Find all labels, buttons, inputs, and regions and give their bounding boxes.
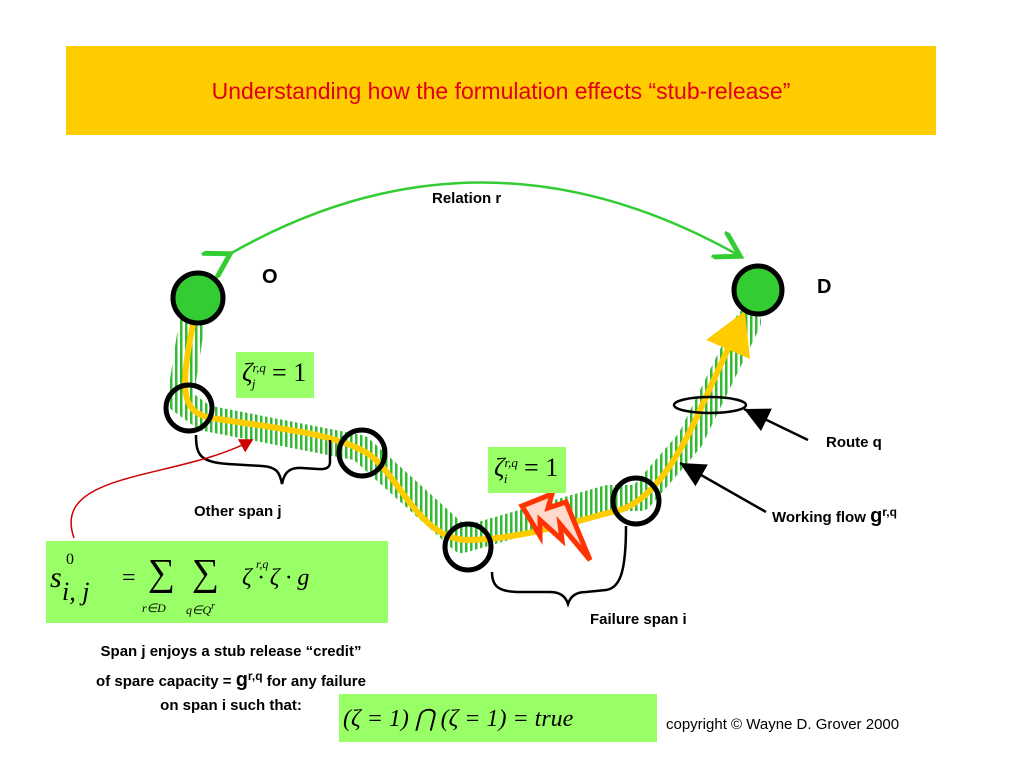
caption-line-2-post: for any failure	[262, 673, 366, 690]
working-flow-text: Working flow	[772, 509, 866, 526]
node-4	[610, 475, 662, 527]
credit-curve-arrow	[70, 439, 254, 539]
zeta-j-formula: ζr,qj = 1	[236, 352, 315, 398]
other-span-label: Other span j	[194, 503, 282, 520]
zeta-j-sup: r,q	[252, 360, 266, 375]
relation-arc	[228, 181, 738, 256]
zeta-i-symbol: ζ	[494, 453, 505, 482]
working-flow-label: Working flow gr,q	[772, 505, 897, 528]
stub-body: ζ · ζ · g	[242, 565, 310, 591]
caption-line-2-sup: r,q	[247, 669, 263, 683]
other-span-brace	[194, 434, 332, 485]
zeta-j-rhs: = 1	[272, 358, 307, 387]
node-2	[336, 427, 388, 479]
sum-sign-1: ∑	[148, 552, 176, 594]
condition-text: (ζ = 1) ⋂ (ζ = 1) = true	[343, 706, 574, 732]
zeta-i-rhs: = 1	[524, 453, 559, 482]
working-flow-sup: r,q	[882, 505, 897, 519]
sum-sign-2: ∑	[192, 552, 220, 594]
zeta-i-sub: i	[503, 471, 508, 486]
origin-label: O	[262, 266, 278, 288]
sum2-index: q∈Q	[186, 603, 212, 617]
working-flow-pointer-arrow	[679, 461, 767, 514]
route-pointer-arrow	[743, 407, 809, 442]
page-title: Understanding how the formulation effect…	[211, 78, 791, 104]
node-1	[163, 382, 215, 434]
caption-line-2-symbol: g	[235, 669, 248, 691]
caption-line-2: of spare capacity = gr,q for any failure	[46, 664, 416, 694]
failure-span-label: Failure span i	[590, 611, 687, 628]
sum1-index: r∈D	[142, 601, 166, 615]
zeta-i-formula: ζr,qi = 1	[488, 447, 567, 493]
origin-node	[170, 270, 226, 326]
relation-label: Relation r	[432, 190, 502, 207]
stub-release-caption: Span j enjoys a stub release “credit” of…	[46, 640, 416, 718]
stub-lhs-sup: 0	[66, 551, 74, 568]
stub-body-sup: r,q	[256, 557, 269, 571]
route-ellipse	[672, 395, 748, 415]
zeta-j-sub: j	[251, 376, 256, 391]
condition-formula: (ζ = 1) ⋂ (ζ = 1) = true	[339, 694, 657, 742]
sum2-index-sup: r	[211, 601, 216, 612]
stub-lhs-sub: i, j	[62, 577, 90, 606]
destination-label: D	[817, 276, 832, 298]
node-3	[442, 521, 494, 573]
failure-bolt-icon	[518, 489, 593, 562]
working-flow-symbol: g	[870, 505, 883, 527]
stub-equals: =	[122, 565, 136, 591]
title-banner: Understanding how the formulation effect…	[66, 46, 936, 135]
stub-release-formula: s 0 i, j = ∑ r∈D ∑ q∈Qr ζ · ζ · g r,q	[46, 541, 388, 623]
sum2-index-wrap: q∈Qr	[186, 601, 215, 618]
copyright-text: copyright © Wayne D. Grover 2000	[666, 716, 900, 733]
zeta-i-sup: r,q	[504, 455, 518, 470]
caption-line-2-pre: of spare capacity =	[96, 673, 236, 690]
failure-span-brace	[490, 525, 628, 608]
caption-line-1: Span j enjoys a stub release “credit”	[100, 643, 362, 660]
stub-lhs: s	[50, 561, 62, 594]
destination-node	[731, 263, 785, 317]
zeta-j-symbol: ζ	[242, 358, 253, 387]
caption-line-3: on span i such that:	[160, 697, 302, 714]
route-label: Route q	[826, 434, 882, 451]
